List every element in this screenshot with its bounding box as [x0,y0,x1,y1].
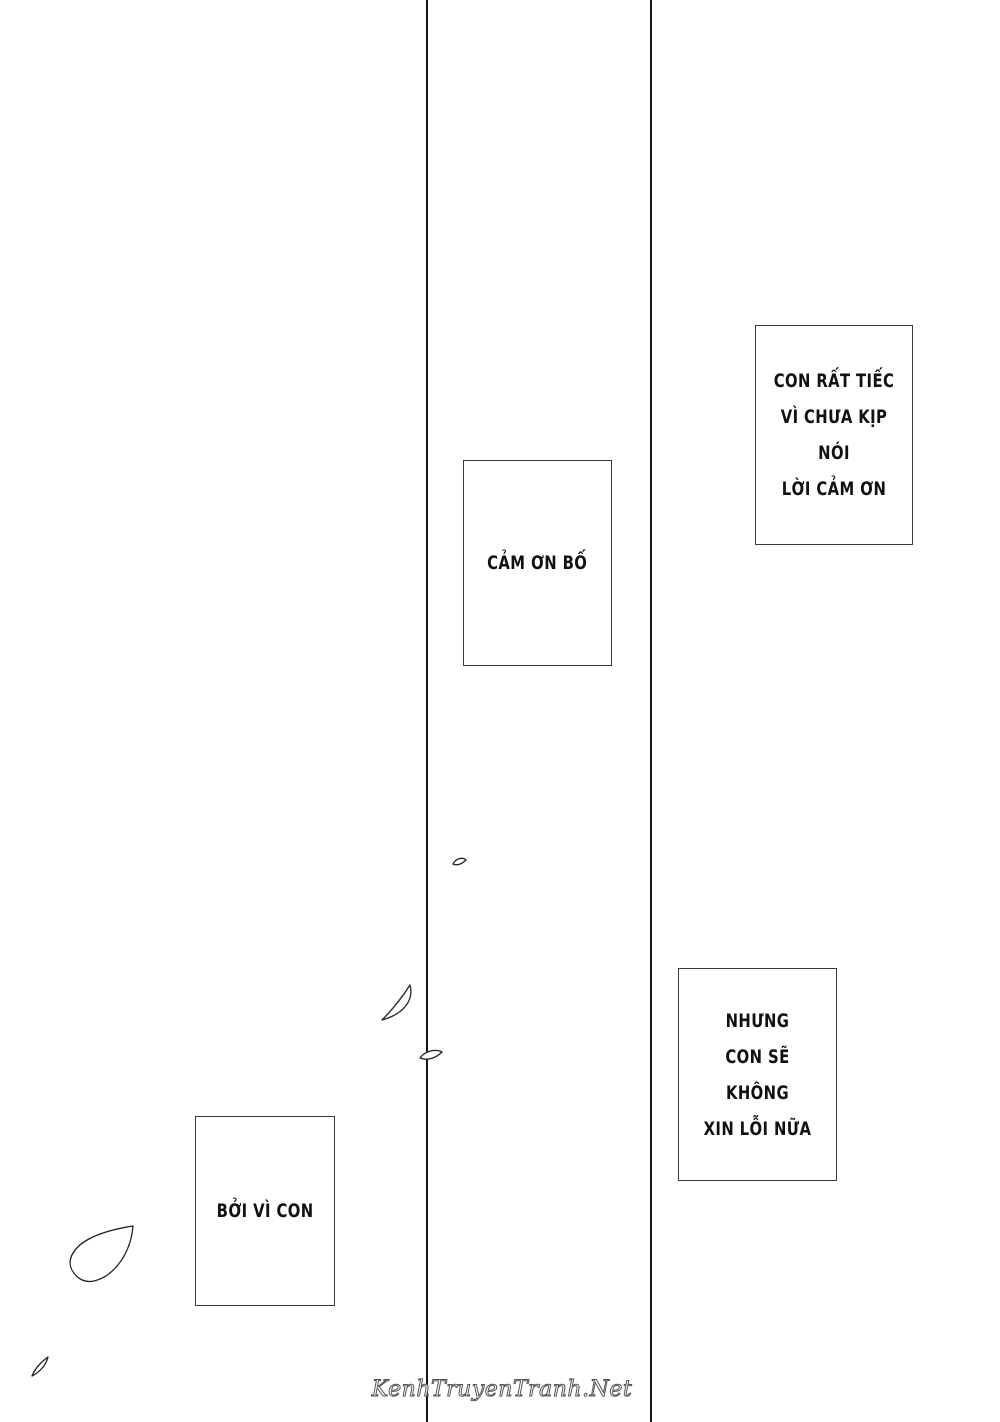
caption-box-thanks: CẢM ƠN BỐ [463,460,612,666]
petal-large [69,1225,134,1283]
caption-text-no-apology: NHƯNG CON SẼ KHÔNG XIN LỖI NỮA [703,1009,812,1140]
watermark-text: KenhTruyenTranh.Net [371,1376,633,1402]
caption-box-regret: CON RẤT TIẾC VÌ CHƯA KỊP NÓI LỜI CẢM ƠN [755,325,913,545]
caption-text-regret: CON RẤT TIẾC VÌ CHƯA KỊP NÓI LỜI CẢM ƠN [773,370,895,500]
caption-box-because: BỞI VÌ CON [195,1116,335,1306]
caption-text-because: BỞI VÌ CON [216,1200,314,1222]
petal-crescent [381,984,412,1021]
pillar-line-left [426,0,428,1422]
caption-text-thanks: CẢM ƠN BỐ [487,552,588,574]
pillar-line-right [650,0,652,1422]
petal-tiny-bottom [31,1356,49,1377]
caption-box-no-apology: NHƯNG CON SẼ KHÔNG XIN LỖI NỮA [678,968,837,1181]
petal-small-mid [419,1049,443,1060]
petal-small-top [452,857,467,866]
